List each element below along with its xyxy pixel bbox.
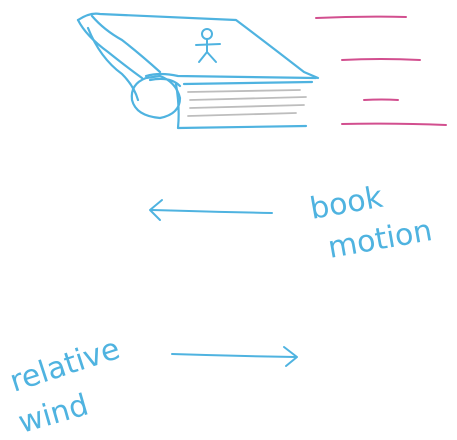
book-page-edge: [184, 82, 312, 84]
relative-wind-label-line1: relative: [6, 331, 124, 399]
flying-book: [78, 14, 318, 128]
book-top-line: [146, 74, 316, 78]
stick-figure-icon: [196, 29, 220, 62]
arrow-right-icon: [172, 347, 297, 366]
book-back-curl: [88, 28, 138, 100]
arrow-left-icon: [150, 200, 272, 220]
book-pages: [188, 90, 306, 116]
book-motion-label-line1: book: [307, 180, 386, 227]
book-spine-fold: [92, 16, 160, 72]
wind-streaks: [316, 17, 446, 125]
